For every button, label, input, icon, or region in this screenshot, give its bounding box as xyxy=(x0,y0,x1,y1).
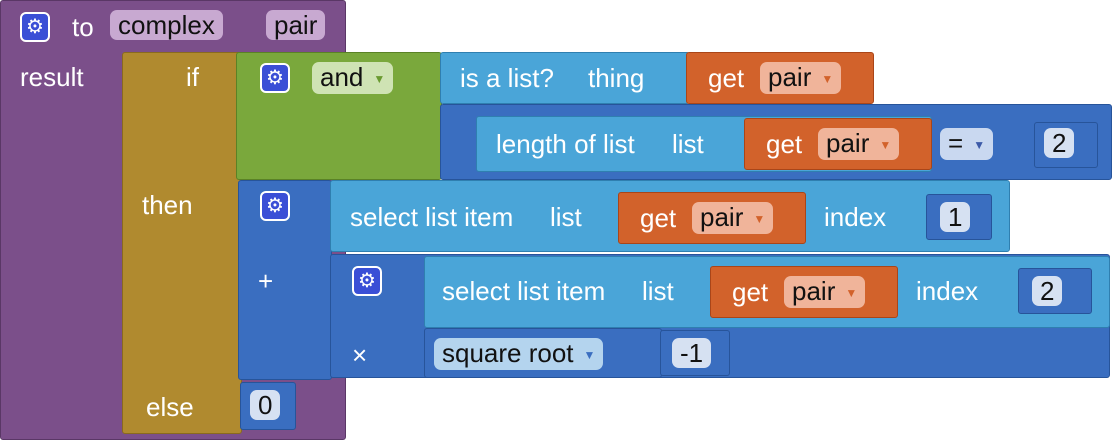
gear-icon[interactable]: ⚙ xyxy=(260,191,290,221)
logic-op-dropdown[interactable]: and ▼ xyxy=(312,62,394,95)
list-label: list xyxy=(672,129,704,159)
triangle-down-icon: ▼ xyxy=(373,72,386,87)
is-list-label: is a list? xyxy=(460,63,554,93)
select-list-item-label: select list item xyxy=(350,202,514,232)
triangle-down-icon: ▼ xyxy=(973,138,986,153)
number-value[interactable]: 0 xyxy=(250,390,281,420)
plus-block[interactable] xyxy=(238,180,332,380)
triangle-down-icon: ▼ xyxy=(583,348,596,363)
get-block[interactable] xyxy=(710,266,898,318)
logic-op-label: and xyxy=(320,62,364,92)
else-label: else xyxy=(146,392,194,422)
number-value[interactable]: 1 xyxy=(940,202,971,232)
variable-dropdown[interactable]: pair ▼ xyxy=(784,276,866,309)
compare-op-label: = xyxy=(948,128,964,158)
index-label: index xyxy=(824,202,887,232)
triangle-down-icon: ▼ xyxy=(753,212,766,227)
if-label: if xyxy=(186,62,199,92)
variable-dropdown[interactable]: pair ▼ xyxy=(818,128,900,161)
index-label: index xyxy=(916,276,979,306)
select-list-item-label: select list item xyxy=(442,276,606,306)
times-label: × xyxy=(352,340,368,370)
thing-label: thing xyxy=(588,63,645,93)
list-label: list xyxy=(642,276,674,306)
then-label: then xyxy=(142,190,193,220)
variable-name: pair xyxy=(792,276,836,306)
list-label: list xyxy=(550,202,582,232)
triangle-down-icon: ▼ xyxy=(845,286,858,301)
result-label: result xyxy=(20,62,84,92)
procedure-name-field[interactable]: complex xyxy=(110,10,223,40)
gear-icon[interactable]: ⚙ xyxy=(352,266,382,296)
variable-name: pair xyxy=(700,202,744,232)
procedure-keyword: to xyxy=(72,12,94,42)
plus-label: + xyxy=(258,266,274,296)
variable-name: pair xyxy=(826,128,870,158)
gear-icon[interactable]: ⚙ xyxy=(260,63,290,93)
get-label: get xyxy=(766,129,803,159)
variable-dropdown[interactable]: pair ▼ xyxy=(692,202,774,235)
triangle-down-icon: ▼ xyxy=(879,138,892,153)
if-then-else-block[interactable] xyxy=(122,52,242,434)
compare-op-dropdown[interactable]: =▼ xyxy=(940,128,994,161)
math-op-dropdown[interactable]: square root ▼ xyxy=(434,338,604,371)
procedure-param[interactable]: pair xyxy=(266,10,326,40)
variable-name: pair xyxy=(768,62,812,92)
variable-dropdown[interactable]: pair ▼ xyxy=(760,62,842,95)
get-label: get xyxy=(708,63,745,93)
get-label: get xyxy=(640,203,677,233)
number-value[interactable]: 2 xyxy=(1044,128,1075,158)
math-op-label: square root xyxy=(442,338,574,368)
is-list-block[interactable] xyxy=(440,52,690,104)
get-label: get xyxy=(732,277,769,307)
number-value[interactable]: 2 xyxy=(1032,276,1063,306)
number-value[interactable]: -1 xyxy=(672,338,712,368)
triangle-down-icon: ▼ xyxy=(821,72,834,87)
length-of-list-label: length of list xyxy=(496,129,635,159)
gear-icon[interactable]: ⚙ xyxy=(20,12,50,42)
